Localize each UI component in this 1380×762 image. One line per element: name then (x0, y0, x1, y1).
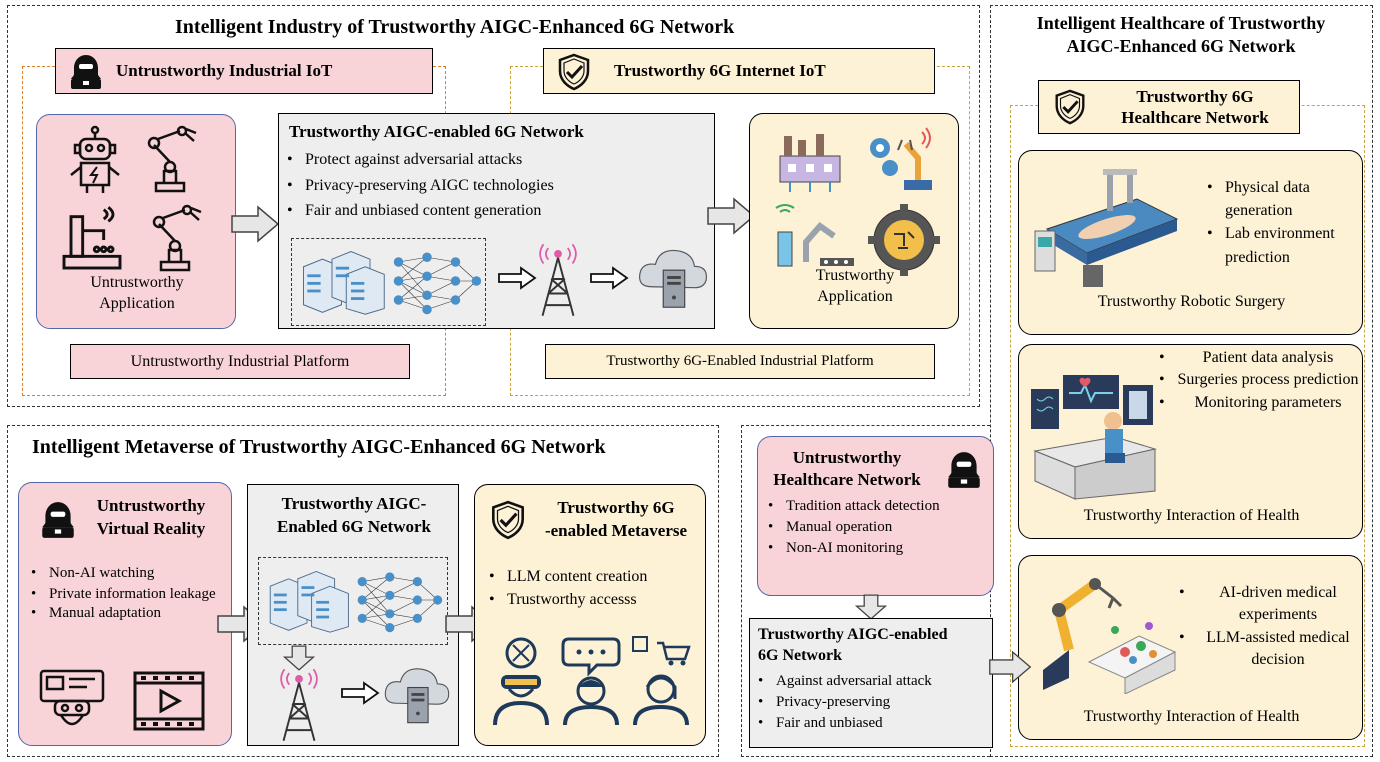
shield-icon (1051, 88, 1089, 126)
vr-bullets: Non-AI watching Private information leak… (31, 563, 231, 625)
trust-platform-label: Trustworthy 6G-Enabled Industrial Platfo… (545, 344, 935, 379)
automation-arm-icon (775, 204, 854, 267)
hacker-icon (943, 449, 985, 491)
untrust-iot-label: Untrustworthy Industrial IoT (55, 48, 433, 94)
shield-icon (487, 499, 529, 541)
meta-bullets: LLM content creation Trustworthy accesss (489, 565, 699, 612)
trust-app-box: Trustworthy Application (749, 113, 959, 329)
tower-icon (529, 236, 587, 322)
untrust-health-bullets: Tradition attack detection Manual operat… (768, 497, 990, 559)
interaction-bullets: Patient data analysis Surgeries process … (1159, 347, 1359, 415)
untrust-vr-box: Untrustworthy Virtual Reality Non-AI wat… (18, 482, 232, 746)
industrial-arm-icon (147, 203, 207, 275)
ai-cluster-box (258, 557, 448, 645)
shopping-user-icon (632, 636, 691, 726)
vr-user-icon (493, 637, 549, 726)
cloud-server-icon (634, 242, 712, 312)
industry-network-bullets: Protect against adversarial attacks Priv… (287, 147, 707, 224)
hacker-icon (66, 52, 106, 92)
interaction-health-label-2: Trustworthy Interaction of Health (1083, 708, 1300, 725)
untrust-platform-label: Untrustworthy Industrial Platform (70, 344, 410, 379)
lab-robot-icon (1043, 578, 1177, 694)
arrow-right-icon (230, 204, 280, 244)
surgery-robot-icon (1034, 169, 1179, 287)
server-icon (294, 245, 389, 317)
machine-icon (62, 206, 122, 270)
ai-cluster-box (291, 238, 486, 326)
untrust-health-box: Untrustworthy Healthcare Network Traditi… (757, 436, 994, 596)
neural-network-icon (389, 245, 484, 317)
interaction-health-box-1: Patient data analysis Surgeries process … (1018, 344, 1363, 539)
lab-bullets: AI-driven medical experiments LLM-assist… (1179, 582, 1359, 672)
neural-network-icon (353, 564, 445, 636)
arrow-right-icon (988, 648, 1032, 686)
metaverse-title: Intelligent Metaverse of Trustworthy AIG… (32, 436, 606, 458)
shield-icon (554, 52, 594, 92)
robotic-surgery-label: Trustworthy Robotic Surgery (1097, 293, 1286, 310)
metaverse-panel (7, 425, 719, 757)
factory-icon (779, 134, 841, 192)
robot-arm-icon (142, 125, 202, 195)
industry-network-box: Trustworthy AIGC-enabled 6G Network Prot… (278, 113, 715, 329)
industry-panel (7, 5, 980, 407)
small-arrow-icon (589, 266, 629, 290)
small-arrow-icon (340, 681, 380, 705)
untrust-app-label: Untrustworthy Application (90, 274, 184, 312)
hacker-icon (37, 499, 79, 541)
industry-title: Intelligent Industry of Trustworthy AIGC… (175, 16, 735, 38)
tower-icon (270, 663, 328, 745)
server-icon (261, 564, 353, 636)
healthcare-title: Intelligent Healthcare of Trustworthy AI… (1036, 13, 1326, 57)
robot-icon (65, 125, 125, 195)
surgery-bullets: Physical data generation Lab environment… (1207, 176, 1357, 269)
meta-trust-box: Trustworthy 6G -enabled Metaverse LLM co… (474, 484, 706, 746)
meta-network-box: Trustworthy AIGC- Enabled 6G Network (247, 484, 459, 746)
doctor-monitor-icon (1031, 375, 1157, 500)
robotic-surgery-box: Physical data generation Lab environment… (1018, 150, 1363, 335)
trust-app-label: Trustworthy Application (815, 267, 895, 305)
chat-user-icon (561, 637, 621, 726)
healthcare-network-label: Trustworthy 6G Healthcare Network (1038, 80, 1300, 134)
trust-health-network-box: Trustworthy AIGC-enabled 6G Network Agai… (749, 618, 993, 748)
health-network-panel (741, 425, 990, 757)
interaction-health-label-1: Trustworthy Interaction of Health (1083, 507, 1300, 524)
video-player-icon (133, 671, 205, 731)
healthcare-panel (990, 5, 1373, 757)
gear-robot-icon (870, 127, 932, 190)
vr-headset-icon (39, 669, 105, 726)
cloud-server-icon (380, 660, 454, 728)
interaction-health-box-2: AI-driven medical experiments LLM-assist… (1018, 555, 1363, 740)
trust-health-bullets: Against adversarial attack Privacy-prese… (758, 671, 994, 734)
trust-iot-label: Trustworthy 6G Internet IoT (543, 48, 935, 94)
untrust-app-box: Untrustworthy Application (36, 114, 236, 329)
circuit-gear-icon (868, 204, 940, 276)
